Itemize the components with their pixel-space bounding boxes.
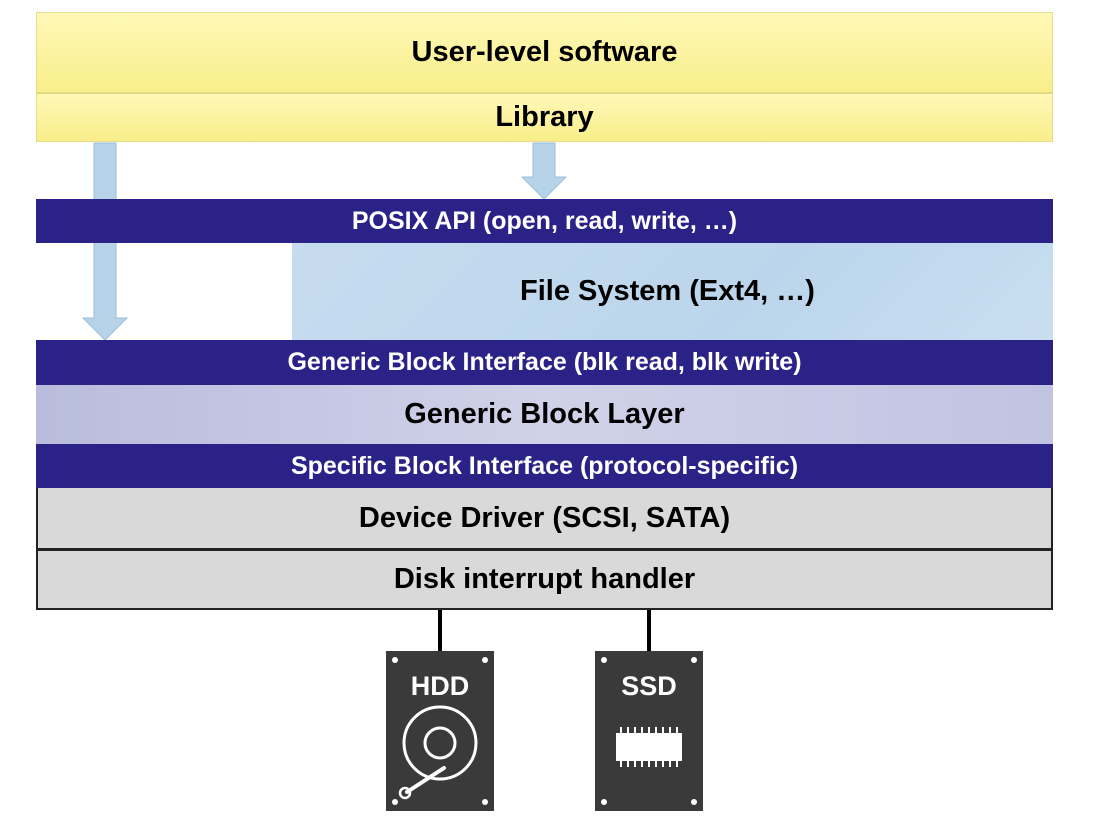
- ssd-label: SSD: [621, 671, 677, 701]
- hdd-label: HDD: [410, 671, 470, 701]
- generic-block-interface-bar: Generic Block Interface (blk read, blk w…: [36, 340, 1053, 385]
- specific-block-interface-bar: Specific Block Interface (protocol-speci…: [36, 444, 1053, 488]
- disk-interrupt-handler-label: Disk interrupt handler: [393, 563, 696, 595]
- generic-block-layer-label: Generic Block Layer: [404, 398, 685, 430]
- ssd-icon: [595, 651, 703, 811]
- posix-api-bar: POSIX API (open, read, write, …): [36, 199, 1053, 243]
- generic-block-interface-label: Generic Block Interface (blk read, blk w…: [287, 348, 802, 376]
- library-box: Library: [36, 93, 1053, 142]
- user-level-software-label: User-level software: [411, 36, 678, 68]
- file-system-box: File System (Ext4, …): [292, 243, 1053, 340]
- user-level-software-box: User-level software: [36, 12, 1053, 93]
- file-system-label: File System (Ext4, …): [520, 275, 815, 307]
- posix-api-label: POSIX API (open, read, write, …): [351, 206, 738, 235]
- library-label: Library: [495, 101, 594, 133]
- hdd-icon: [386, 651, 494, 811]
- specific-block-interface-label: Specific Block Interface (protocol-speci…: [290, 451, 799, 480]
- disk-interrupt-handler-box: Disk interrupt handler: [36, 549, 1053, 610]
- library-down-arrow: [520, 142, 568, 200]
- generic-block-layer-box: Generic Block Layer: [36, 385, 1053, 444]
- device-driver-label: Device Driver (SCSI, SATA): [358, 501, 731, 534]
